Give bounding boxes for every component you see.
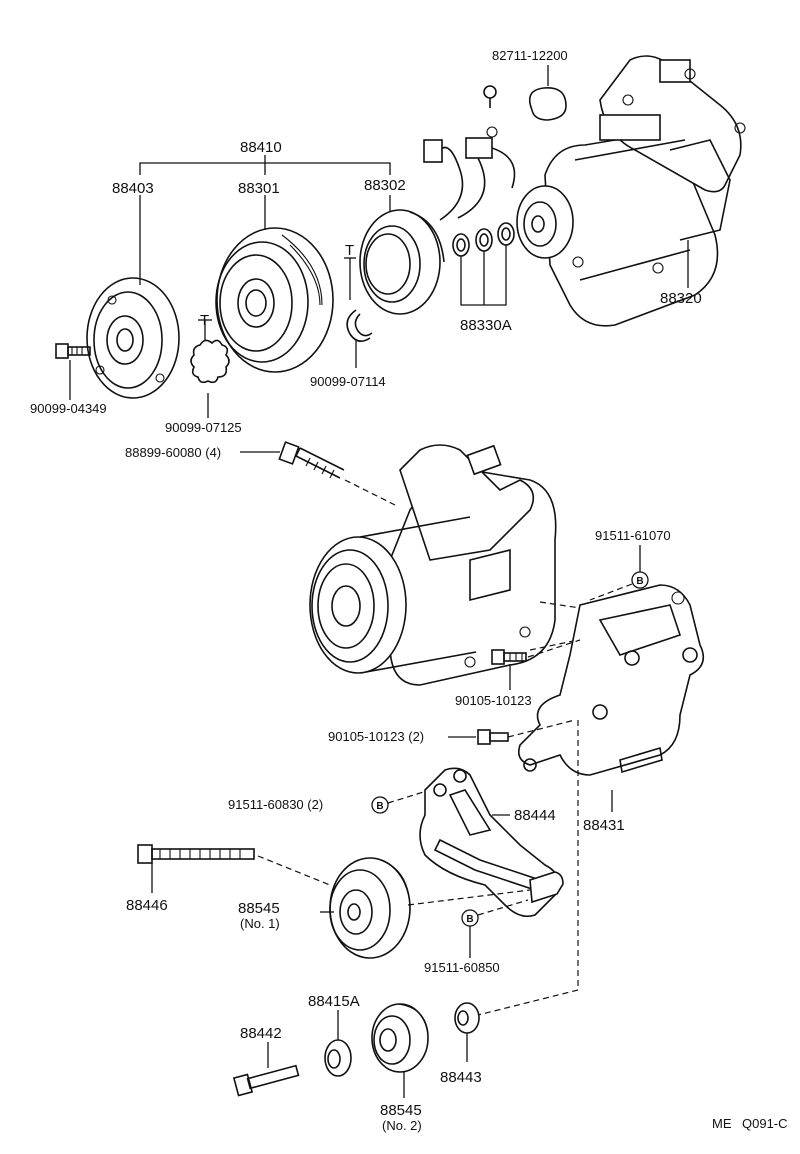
label-82711-12200: 82711-12200	[492, 48, 568, 63]
label-88320: 88320	[660, 290, 702, 307]
coil-wire-harness-drawing	[423, 126, 516, 221]
long-mount-bolt-drawing	[240, 441, 396, 506]
compressor-bracket-drawing	[517, 584, 705, 812]
page-code-left: ME	[712, 1116, 732, 1131]
compressor-body-drawing	[516, 55, 746, 327]
label-91511-60830: 91511-60830 (2)	[228, 797, 323, 812]
label-90105-10123: 90105-10123	[455, 693, 532, 708]
hub-bolt-drawing	[55, 343, 91, 400]
idler-short-bolt-drawing	[232, 1042, 300, 1097]
clutch-pulley-drawing	[215, 195, 334, 373]
idler-pulley-no2-drawing	[371, 1003, 429, 1098]
label-88444: 88444	[514, 807, 556, 824]
label-88442: 88442	[240, 1025, 282, 1042]
bushing-drawing	[454, 1002, 480, 1062]
shim-set-drawing	[452, 222, 515, 306]
label-88403: 88403	[112, 180, 154, 197]
label-88443: 88443	[440, 1069, 482, 1086]
badge-letter-mid: B	[376, 801, 383, 812]
idler-pulley-no1-drawing	[320, 857, 531, 959]
label-88301: 88301	[238, 180, 280, 197]
adjusting-bar-drawing	[419, 767, 564, 918]
clutch-hub-plate-drawing	[86, 195, 180, 399]
reference-badge-b-top: B	[589, 545, 649, 601]
label-90099-07114: 90099-07114	[310, 374, 386, 389]
guide-line-88443	[477, 720, 579, 1016]
spacer-collar-drawing	[324, 1010, 352, 1077]
label-90105-10123-2: 90105-10123 (2)	[328, 729, 424, 744]
reference-badge-b-low: B	[461, 899, 529, 958]
label-88410: 88410	[240, 139, 282, 156]
wire-clamp-drawing	[483, 65, 567, 121]
label-90099-04349: 90099-04349	[30, 401, 107, 416]
bracket-bolt-lower-drawing	[448, 719, 576, 745]
label-88545-no1: 88545	[238, 900, 280, 917]
snap-ring-drawing	[344, 257, 373, 368]
bracket-bolt-upper-drawing	[491, 639, 581, 690]
stator-coil-drawing	[359, 195, 445, 315]
t-marker-left: T	[200, 312, 209, 329]
label-91511-60850: 91511-60850	[424, 960, 500, 975]
badge-letter-low: B	[466, 914, 473, 925]
label-88330A: 88330A	[460, 317, 512, 334]
reference-badge-b-mid: B	[371, 789, 431, 814]
label-88545-no2-note: (No. 2)	[382, 1118, 422, 1133]
label-88545-no1-note: (No. 1)	[240, 916, 280, 931]
label-91511-61070: 91511-61070	[595, 528, 671, 543]
shim-ring-drawing	[190, 319, 230, 418]
idler-long-bolt-drawing	[137, 844, 331, 893]
label-90099-07125: 90099-07125	[165, 420, 242, 435]
compressor-assembly-drawing	[309, 444, 581, 686]
label-88545-no2: 88545	[380, 1102, 422, 1119]
badge-letter-top: B	[636, 576, 643, 587]
label-88446: 88446	[126, 897, 168, 914]
t-marker-right: T	[345, 242, 354, 259]
label-88415A: 88415A	[308, 993, 360, 1010]
group-bracket-88410	[139, 155, 391, 175]
label-88302: 88302	[364, 177, 406, 194]
page-code-right: Q091-C	[742, 1116, 788, 1131]
label-88431: 88431	[583, 817, 625, 834]
label-88899-60080: 88899-60080 (4)	[125, 445, 221, 460]
